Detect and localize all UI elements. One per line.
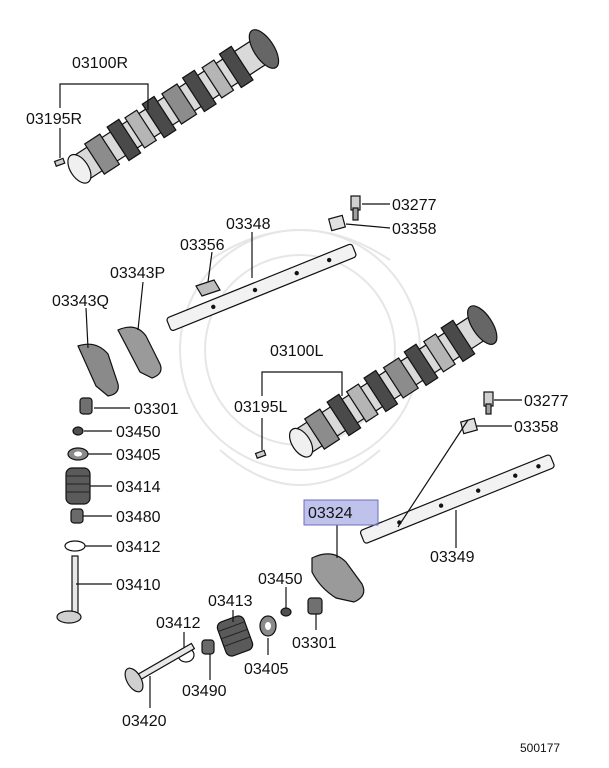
label-03301-right[interactable]: 03301 (292, 635, 337, 652)
label-03195L[interactable]: 03195L (234, 399, 287, 416)
label-03480[interactable]: 03480 (116, 509, 161, 526)
dowel-pin-left[interactable] (254, 449, 267, 459)
washer-plate-lower[interactable] (459, 417, 479, 435)
label-03410[interactable]: 03410 (116, 577, 161, 594)
rocker-shaft-upper[interactable] (166, 243, 357, 332)
valve-stem-seal-right[interactable] (201, 639, 215, 655)
cam-cap-bolt-upper[interactable] (350, 195, 361, 221)
label-03195R[interactable]: 03195R (26, 111, 82, 128)
washer-plate-upper[interactable] (327, 214, 347, 232)
label-03405-right[interactable]: 03405 (244, 661, 289, 678)
part-labels: 03100R 03195R 03277 03358 03348 03356 03… (26, 55, 569, 755)
diagram-id: 500177 (520, 741, 560, 755)
label-03420[interactable]: 03420 (122, 713, 167, 730)
valve-stem-seal-left[interactable] (70, 508, 84, 524)
nut-right[interactable] (280, 607, 292, 617)
label-03414[interactable]: 03414 (116, 479, 161, 496)
spacer-03356[interactable] (195, 279, 221, 297)
dowel-pin-right[interactable] (53, 157, 66, 167)
label-03358-upper[interactable]: 03358 (392, 221, 437, 238)
adjuster-screw-left[interactable] (79, 397, 93, 415)
rocker-arm-p[interactable] (117, 326, 162, 379)
label-03277-upper[interactable]: 03277 (392, 197, 437, 214)
spring-seat-left[interactable] (67, 447, 89, 461)
valve-spring-left[interactable] (65, 467, 91, 505)
rocker-arm-03324[interactable] (311, 553, 365, 603)
rocker-shaft-lower[interactable] (359, 454, 555, 544)
spring-seat-right[interactable] (259, 615, 277, 637)
label-03343Q[interactable]: 03343Q (52, 293, 109, 310)
label-03450-right[interactable]: 03450 (258, 571, 303, 588)
label-03412-left[interactable]: 03412 (116, 539, 161, 556)
label-03324[interactable]: 03324 (308, 505, 353, 522)
label-03356[interactable]: 03356 (180, 237, 225, 254)
label-03301-left[interactable]: 03301 (134, 401, 179, 418)
camshaft-left[interactable] (282, 301, 503, 466)
label-03348[interactable]: 03348 (226, 216, 271, 233)
selected-part-highlight (303, 499, 379, 526)
leader-lines (59, 83, 522, 708)
camshaft-right[interactable] (60, 25, 284, 192)
valve-spring-right[interactable] (216, 614, 255, 657)
label-03343P[interactable]: 03343P (110, 265, 165, 282)
exhaust-valve-right[interactable] (121, 635, 199, 695)
label-03100R[interactable]: 03100R (72, 55, 128, 72)
cam-cap-bolt-lower[interactable] (483, 391, 494, 415)
rocker-arm-q[interactable] (77, 343, 119, 397)
label-03490[interactable]: 03490 (182, 683, 227, 700)
spring-seat-lower-left[interactable] (64, 540, 86, 552)
nut-left[interactable] (72, 426, 84, 436)
label-03100L[interactable]: 03100L (270, 343, 323, 360)
label-03358-lower[interactable]: 03358 (514, 419, 559, 436)
label-03450-left[interactable]: 03450 (116, 424, 161, 441)
label-03277-lower[interactable]: 03277 (524, 393, 569, 410)
label-03412-right[interactable]: 03412 (156, 615, 201, 632)
label-03349[interactable]: 03349 (430, 549, 475, 566)
label-03413[interactable]: 03413 (208, 593, 253, 610)
label-03405-left[interactable]: 03405 (116, 447, 161, 464)
adjuster-screw-right[interactable] (307, 597, 323, 615)
intake-valve-left[interactable] (56, 555, 82, 624)
